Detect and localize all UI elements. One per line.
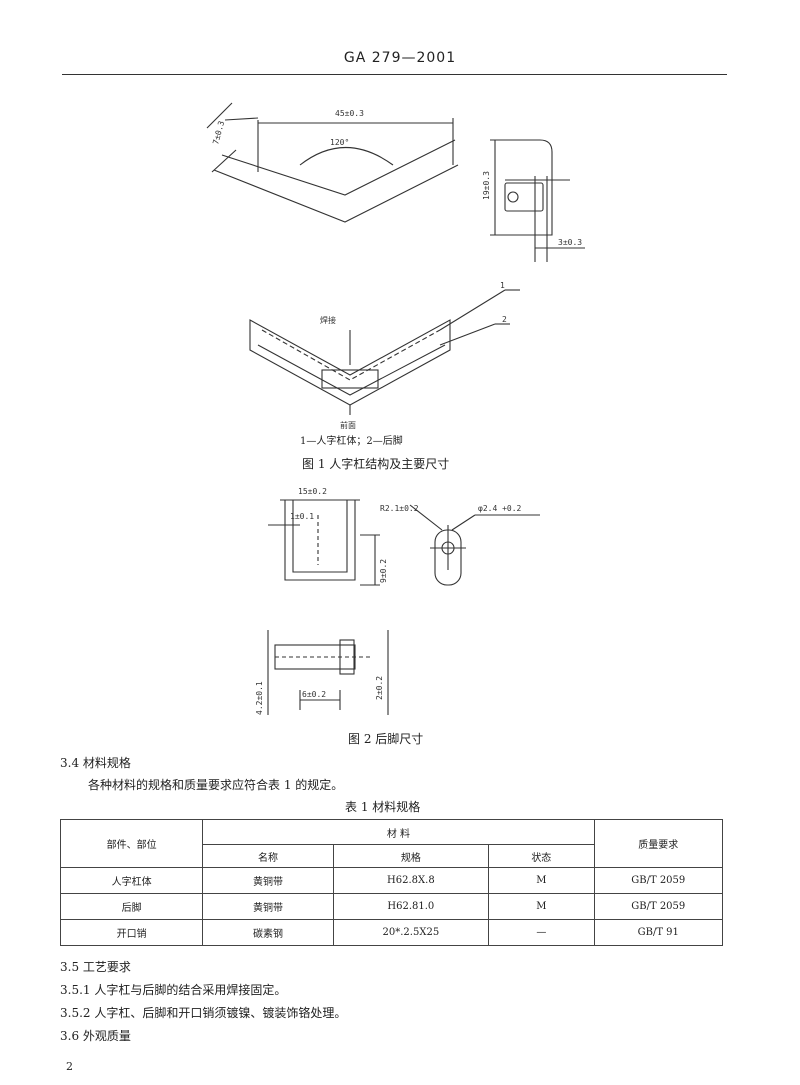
cell-quality: GB/T 2059 [593,867,724,894]
fig2-dim-thickness: 1±0.1 [290,512,314,521]
material-spec-table: 部件、部位 材 料 质量要求 名称 规格 状态 人字杠体 黄铜带 H62.8X.… [59,819,724,946]
cell-spec: 20*.2.5X25 [332,919,490,946]
figure1-chevron-top [206,102,459,223]
cell-name: 黄铜带 [202,867,334,894]
figure2-caption: 图 2 后脚尺寸 [348,732,424,746]
table-header-spec: 规格 [332,844,490,868]
fig1-weld-label: 焊接 [320,315,336,325]
fig2-dim-radius: R2.1±0.2 [380,504,419,513]
fig2-dim-leg-height: 4.2±0.1 [255,681,264,715]
table-row: 人字杠体 黄铜带 H62.8X.8 M GB/T 2059 [59,867,724,894]
cell-spec: H62.8X.8 [332,867,490,894]
figures-svg: 7±0.3 45±0.3 120° 19±0.3 3±0.3 焊接 1 2 前面… [206,102,585,715]
fig2-dim-hole: φ2.4 +0.2 [478,504,522,513]
table-row: 后脚 黄铜带 H62.81.0 M GB/T 2059 [59,893,724,920]
table-header-part: 部件、部位 [59,819,204,868]
fig2-dim-height: 9±0.2 [379,559,388,583]
cell-state: — [488,919,595,946]
figure1-side-view [490,139,585,262]
cell-spec: H62.81.0 [332,893,490,920]
figure2-hole-detail [409,504,540,586]
cell-quality: GB/T 91 [593,919,724,946]
cell-part: 后脚 [59,893,204,920]
figure2-bottom-view [267,630,389,715]
section-3-6-title: 3.6 外观质量 [60,1029,131,1043]
page-number: 2 [66,1060,73,1073]
fig2-dim-leg-width: 2±0.2 [375,676,384,700]
section-3-5-title: 3.5 工艺要求 [60,960,131,974]
cell-name: 碳素钢 [202,919,334,946]
section-3-5-1: 3.5.1 人字杠与后脚的结合采用焊接固定。 [60,983,287,997]
cell-name: 黄铜带 [202,893,334,920]
cell-state: M [488,893,595,920]
figure1-caption: 图 1 人字杠结构及主要尺寸 [302,457,450,471]
fig2-dim-width: 15±0.2 [298,487,327,496]
fig1-dim-angle: 120° [330,138,349,147]
figure1-assembly [249,289,520,415]
fig1-dim-length: 45±0.3 [335,109,364,118]
table-header-state: 状态 [488,844,595,868]
table-header-material: 材 料 [202,819,595,845]
figure2-bracket [268,499,380,586]
table-header-quality: 质量要求 [593,819,724,868]
section-3-4-title: 3.4 材料规格 [60,756,131,770]
fig1-dim-width: 7±0.3 [211,120,226,146]
table-caption: 表 1 材料规格 [345,800,421,814]
fig1-dim-tab: 3±0.3 [558,238,582,247]
fig2-dim-leg-gap: 6±0.2 [302,690,326,699]
cell-state: M [488,867,595,894]
section-3-5-2: 3.5.2 人字杠、后脚和开口销须镀镍、镀装饰铬处理。 [60,1006,347,1020]
fig1-callout-1: 1 [500,281,505,290]
cell-quality: GB/T 2059 [593,893,724,920]
fig1-dim-height: 19±0.3 [482,171,491,200]
header-rule [62,74,727,75]
cell-part: 开口销 [59,919,204,946]
cell-part: 人字杠体 [59,867,204,894]
fig1-callout-2: 2 [502,315,507,324]
figure1-legend: 1—人字杠体；2—后脚 [300,436,403,447]
fig1-view-label: 前面 [340,420,356,430]
table-header-name: 名称 [202,844,334,868]
table-row: 开口销 碳素钢 20*.2.5X25 — GB/T 91 [59,919,724,946]
section-3-4-body: 各种材料的规格和质量要求应符合表 1 的规定。 [88,778,344,792]
page-header-title: GA 279—2001 [343,50,457,66]
